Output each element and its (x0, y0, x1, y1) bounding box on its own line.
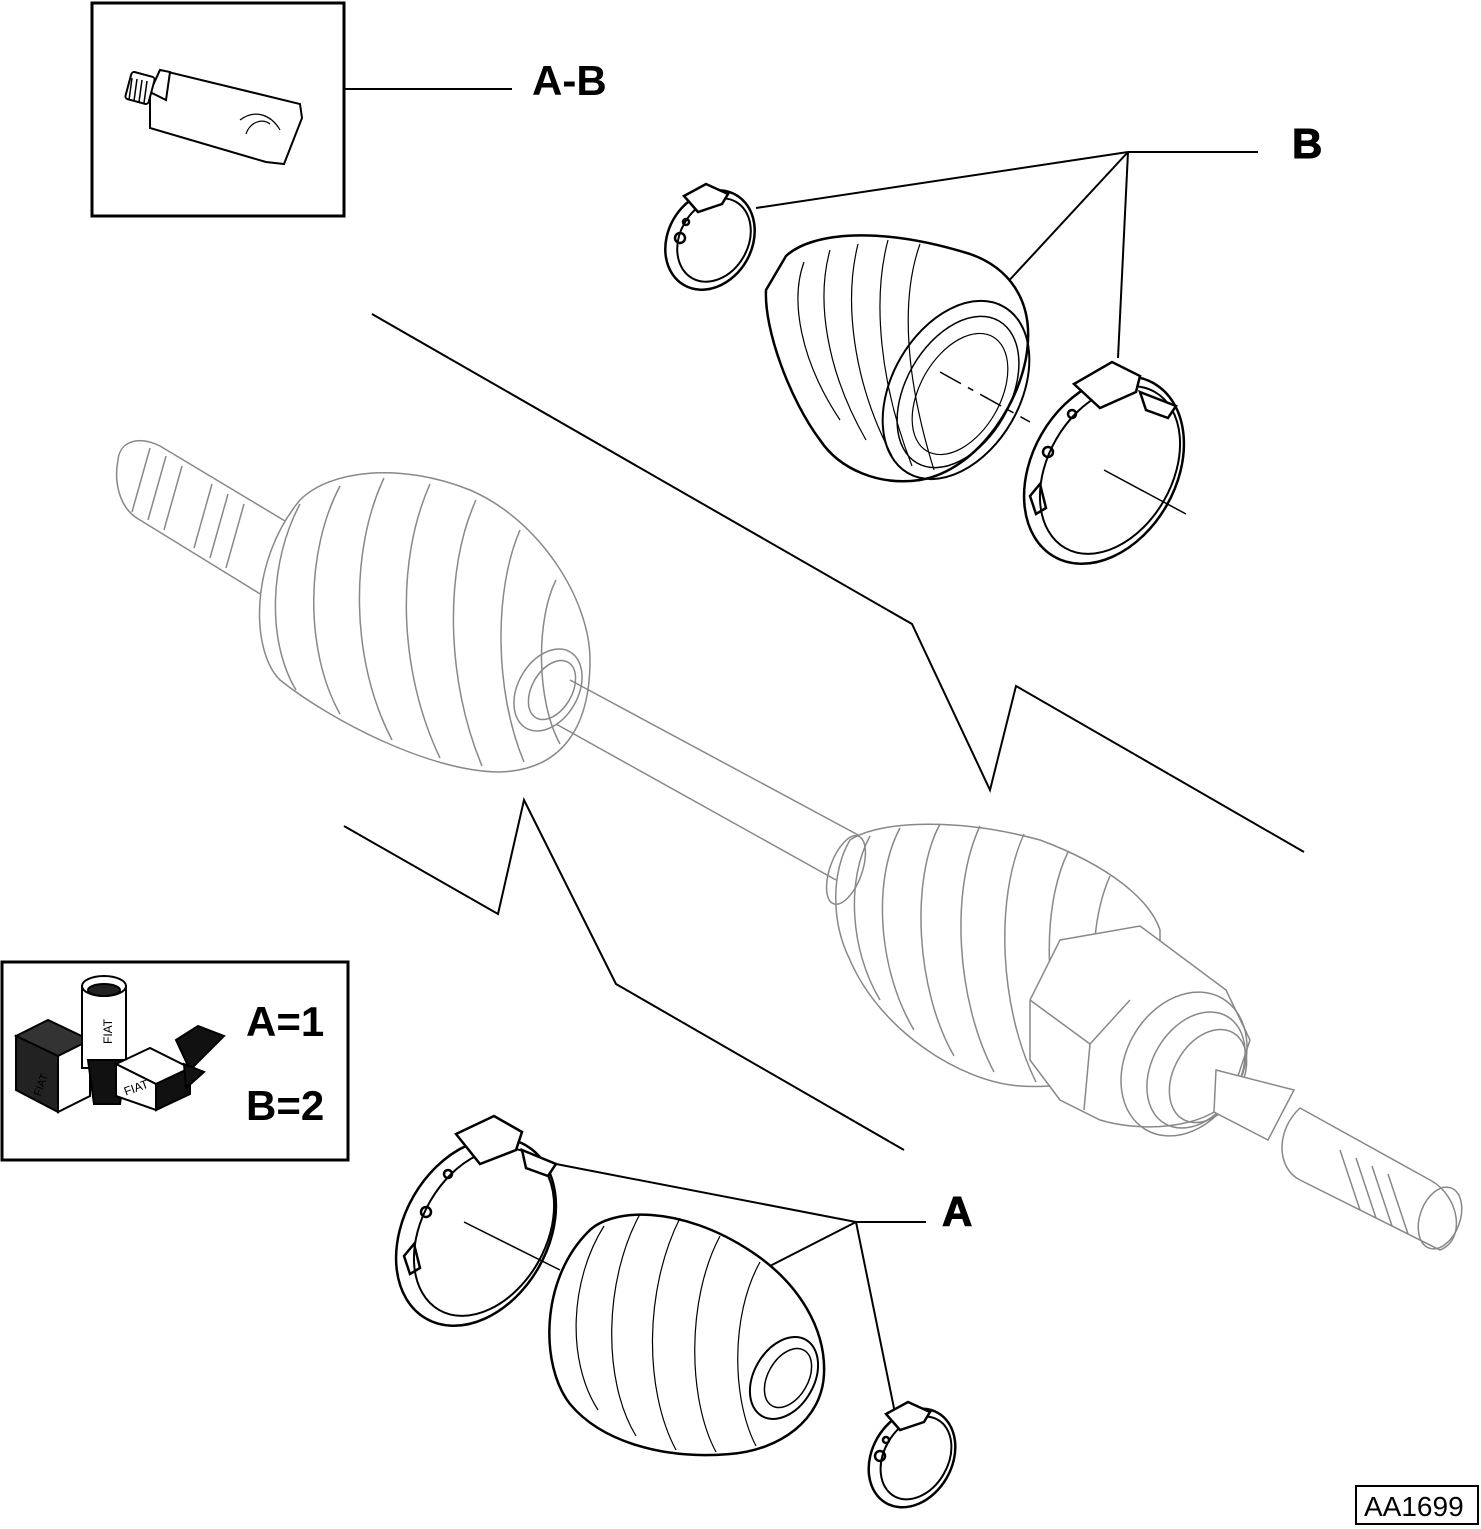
grease-tube-frame (90, 1, 346, 218)
kit-b-group: B (664, 120, 1323, 566)
kit-b-boot (764, 234, 1031, 483)
can-brand-label: FIAT (101, 1018, 115, 1044)
drive-shaft-bar (555, 679, 861, 881)
legend-line-b: B=2 (246, 1082, 324, 1129)
legend-line-a: A=1 (246, 998, 324, 1045)
kit-a-large-clamp (394, 1114, 561, 1328)
grease-tube-inset: A-B (90, 1, 607, 218)
kit-a-callout-label: A (942, 1188, 972, 1235)
kit-a-leader-lines (555, 1163, 926, 1419)
quantity-legend: FIAT FIAT FIAT A=1 B=2 (0, 960, 350, 1162)
kit-b-callout-label: B (1292, 120, 1322, 167)
reference-code-label: AA1699 (1364, 1491, 1464, 1522)
kit-a-group: A (394, 1114, 973, 1509)
kit-b-small-clamp (664, 182, 756, 291)
kit-a-boot (548, 1213, 826, 1457)
kit-b-large-clamp (1022, 360, 1187, 566)
break-lines (343, 313, 1305, 1151)
reference-code-box: AA1699 (1355, 1485, 1479, 1525)
grease-tube-icon (124, 68, 304, 166)
lower-break-line (343, 797, 905, 1151)
driveshaft-assembly (115, 440, 1463, 1251)
upper-break-line (371, 313, 1305, 853)
fiat-parts-icon: FIAT FIAT FIAT (13, 975, 226, 1114)
outer-stub-shaft (1213, 1069, 1463, 1251)
kit-a-small-clamp (867, 1400, 957, 1509)
quantity-legend-frame (0, 960, 350, 1162)
kit-b-leader-lines (755, 151, 1258, 359)
inner-boot (258, 471, 591, 773)
grease-callout-label: A-B (532, 57, 607, 104)
